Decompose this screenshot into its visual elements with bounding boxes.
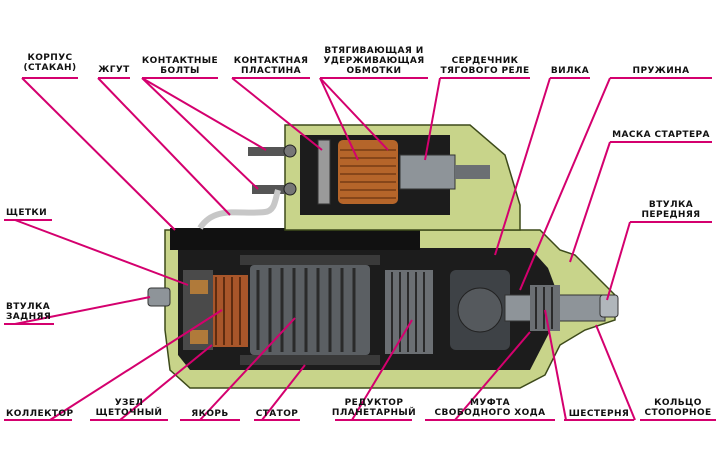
leader-reduktor [351,319,413,421]
label-vtulka-zadnyaya-line1: ВТУЛКА [6,302,51,312]
stator-bottom [240,355,380,365]
leader-obmotki-2 [319,77,389,151]
label-stator: СТАТОР [256,409,299,419]
planetary-gear-drawing [385,270,433,354]
label-obmotki: ВТЯГИВАЮЩАЯ И УДЕРЖИВАЮЩАЯ ОБМОТКИ [323,46,424,76]
leader-kollektor [49,309,223,421]
armature-core [250,265,370,355]
commutator-drawing [210,275,248,347]
label-kontaktnye-bolty-line1: КОНТАКТНЫЕ [141,56,219,66]
label-shchetki: ЩЕТКИ [6,208,47,218]
leader-zhgut [97,77,231,216]
label-uzel-line2: ЩЕТОЧНЫЙ [95,408,163,418]
label-obmotki-line3: ОБМОТКИ [346,66,402,76]
label-stator-line1: СТАТОР [255,409,299,419]
label-kontaktnye-bolty: КОНТАКТНЫЕ БОЛТЫ [142,56,218,76]
label-zhgut-line1: ЖГУТ [98,65,130,75]
label-kontaktnaya-plastina-line2: ПЛАСТИНА [241,66,301,76]
leader-mufta [454,331,531,421]
rear-bushing-drawing [147,287,171,307]
label-vilka: ВИЛКА [551,66,589,76]
label-obmotki-line1: ВТЯГИВАЮЩАЯ И [324,46,424,56]
brush-top [190,280,208,294]
label-shesternya-line1: ШЕСТЕРНЯ [568,409,630,419]
clutch-hub [457,287,503,333]
brush-bottom [190,330,208,344]
leader-serdechnik [424,77,441,161]
label-serdechnik-line1: СЕРДЕЧНИК [451,56,519,66]
label-yakor-line1: ЯКОРЬ [191,409,229,419]
label-kontaktnye-bolty-line2: БОЛТЫ [160,66,200,76]
leader-vtulka-zadnyaya [14,296,151,325]
leader-vilka [494,77,551,256]
label-mufta: МУФТА СВОБОДНОГО ХОДА [435,398,546,418]
label-vtulka-perednyaya-line2: ПЕРЕДНЯЯ [641,210,701,220]
label-korpus-line1: КОРПУС [27,53,73,63]
leader-plastina [231,77,323,151]
label-vilka-line1: ВИЛКА [550,66,590,76]
label-korpus-line2: (СТАКАН) [23,63,77,73]
leader-uzel [119,344,213,421]
label-pruzhina-line1: ПРУЖИНА [632,66,690,76]
leader-bolt-2 [141,77,259,190]
leader-korpus [21,77,176,231]
label-serdechnik-line2: ТЯГОВОГО РЕЛЕ [440,66,530,76]
label-mufta-line1: МУФТА [470,398,510,408]
housing-top-band [170,228,420,250]
label-vtulka-zadnyaya-line2: ЗАДНЯЯ [6,312,52,322]
label-yakor: ЯКОРЬ [191,409,228,419]
label-reduktor: РЕДУКТОР ПЛАНЕТАРНЫЙ [332,398,416,418]
leader-lines [14,77,636,421]
stator-top [240,255,380,265]
label-koltso: КОЛЬЦО СТОПОРНОЕ [644,398,711,418]
label-kontaktnaya-plastina-line1: КОНТАКТНАЯ [233,56,309,66]
label-mufta-line2: СВОБОДНОГО ХОДА [434,408,546,418]
front-bushing-drawing [599,294,619,318]
contact-bolt-top [248,147,288,156]
label-vtulka-perednyaya: ВТУЛКА ПЕРЕДНЯЯ [641,200,700,220]
label-vtulka-perednyaya-line1: ВТУЛКА [648,200,694,210]
label-zhgut: ЖГУТ [98,65,129,75]
label-reduktor-line2: ПЛАНЕТАРНЫЙ [331,408,417,418]
armature-slots [256,268,356,352]
label-reduktor-line1: РЕДУКТОР [344,398,404,408]
leader-pruzhina [519,77,611,291]
leader-shesternya [544,309,567,421]
label-korpus: КОРПУС (СТАКАН) [24,53,77,73]
label-shesternya: ШЕСТЕРНЯ [569,409,629,419]
wire-harness-drawing [197,189,281,230]
leader-maska [569,141,611,263]
leader-yakor [199,317,296,421]
leader-koltso [595,324,636,421]
label-vtulka-zadnyaya: ВТУЛКА ЗАДНЯЯ [6,302,51,322]
label-uzel-shchetochny: УЗЕЛ ЩЕТОЧНЫЙ [96,398,163,418]
leader-vtulka-perednyaya [606,221,631,301]
starter-body [147,228,619,389]
label-maska-line1: МАСКА СТАРТЕРА [612,130,710,140]
leader-bolt-1 [141,77,267,151]
label-maska: МАСКА СТАРТЕРА [612,130,710,140]
label-obmotki-line2: УДЕРЖИВАЮЩАЯ [323,56,425,66]
solenoid-drawing [248,124,521,231]
contact-bolt-bottom [252,185,288,194]
label-underlines [4,77,716,421]
label-pruzhina: ПРУЖИНА [633,66,690,76]
watermark: Avito [656,429,708,448]
label-koltso-line1: КОЛЬЦО [654,398,702,408]
label-kollektor-line1: КОЛЛЕКТОР [6,409,74,419]
label-shchetki-line1: ЩЕТКИ [6,208,48,218]
label-kollektor: КОЛЛЕКТОР [6,409,73,419]
label-serdechnik: СЕРДЕЧНИК ТЯГОВОГО РЕЛЕ [440,56,529,76]
label-kontaktnaya-plastina: КОНТАКТНАЯ ПЛАСТИНА [234,56,309,76]
leader-shchetki [14,219,189,286]
leader-stator [261,364,306,421]
leader-obmotki-1 [319,77,359,161]
label-uzel-line1: УЗЕЛ [114,398,144,408]
label-koltso-line2: СТОПОРНОЕ [644,408,712,418]
